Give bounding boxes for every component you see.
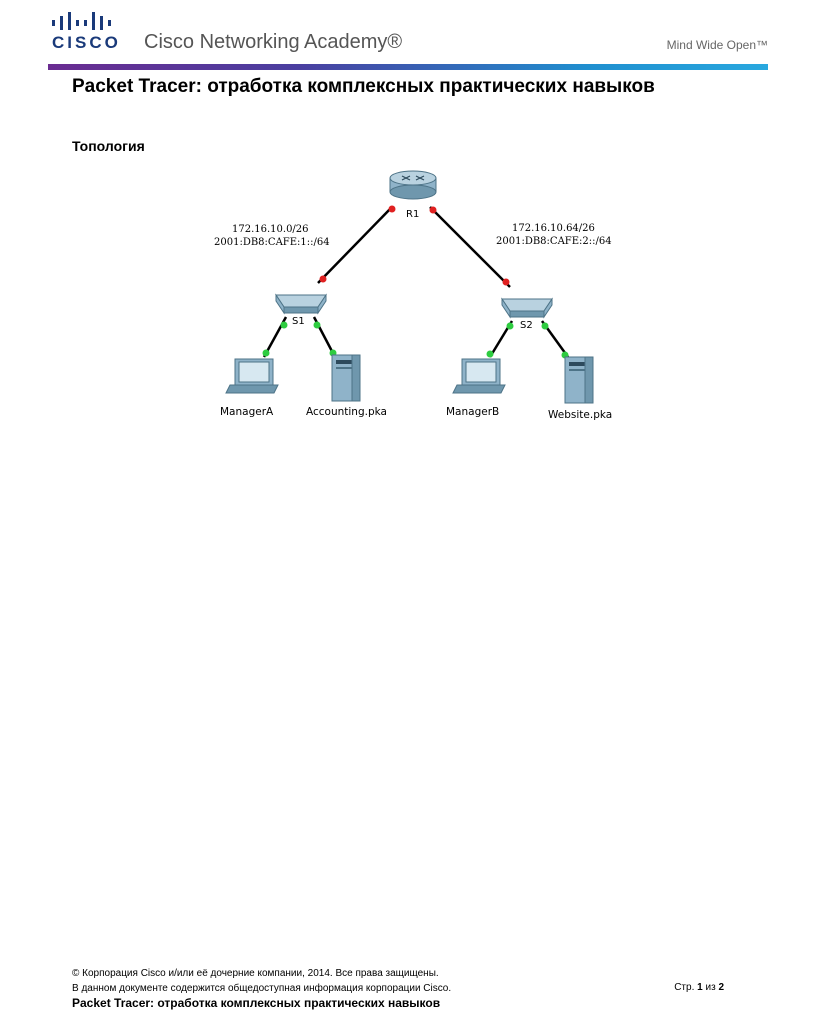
section-heading: Топология: [72, 138, 145, 154]
footer-document-title: Packet Tracer: отработка комплексных пра…: [72, 996, 441, 1010]
port-indicator-icon: [541, 322, 549, 330]
port-indicator-icon: [262, 349, 270, 357]
header-divider: [48, 64, 768, 70]
copyright-notice: © Корпорация Cisco и/или её дочерние ком…: [72, 968, 439, 979]
host-label: ManagerB: [446, 406, 499, 418]
laptop-icon: [225, 358, 279, 394]
cisco-logo-text: CISCO: [52, 33, 121, 52]
link-r1-s1: [317, 206, 393, 284]
port-indicator-icon: [280, 321, 288, 329]
cisco-logo-icon: [52, 12, 111, 30]
router-icon: [389, 170, 437, 200]
page-number: Стр. 1 из 2: [674, 982, 724, 993]
tagline: Mind Wide Open™: [666, 38, 768, 52]
document-title: Packet Tracer: отработка комплексных пра…: [72, 76, 655, 97]
page-current: 1: [697, 982, 703, 993]
port-indicator-icon: [429, 206, 437, 214]
port-indicator-icon: [502, 278, 510, 286]
page-prefix: Стр.: [674, 982, 695, 993]
host-label: ManagerA: [220, 406, 274, 418]
page-footer: © Корпорация Cisco и/или её дочерние ком…: [72, 966, 732, 1011]
server-icon: [331, 354, 361, 402]
network-ipv4-label: 172.16.10.0/26: [232, 224, 309, 235]
switch-icon: [501, 297, 553, 319]
academy-name: Cisco Networking Academy®: [144, 31, 403, 53]
port-indicator-icon: [506, 322, 514, 330]
page-header: CISCO Cisco Networking Academy® Mind Wid…: [0, 0, 816, 72]
network-topology-diagram: R1 S1 S2 172.16.10.0/26 2001:DB8:CAFE:1:…: [214, 170, 612, 421]
port-indicator-icon: [313, 321, 321, 329]
public-info-notice: В данном документе содержится общедоступ…: [72, 983, 452, 994]
switch-icon: [275, 293, 327, 315]
host-label: Accounting.pka: [306, 406, 387, 418]
page-total: 2: [718, 982, 724, 993]
network-ipv6-label: 2001:DB8:CAFE:1::/64: [214, 237, 330, 248]
port-indicator-icon: [388, 205, 396, 213]
page-separator: из: [705, 982, 716, 993]
router-label: R1: [406, 209, 419, 220]
port-indicator-icon: [319, 275, 327, 283]
link-r1-s2: [429, 206, 511, 288]
network-ipv4-label: 172.16.10.64/26: [512, 223, 595, 234]
network-ipv6-label: 2001:DB8:CAFE:2::/64: [496, 236, 612, 247]
server-icon: [564, 356, 594, 404]
port-indicator-icon: [486, 350, 494, 358]
host-label: Website.pka: [548, 409, 612, 421]
laptop-icon: [452, 358, 506, 394]
switch-label: S2: [520, 320, 533, 331]
switch-label: S1: [292, 316, 305, 327]
